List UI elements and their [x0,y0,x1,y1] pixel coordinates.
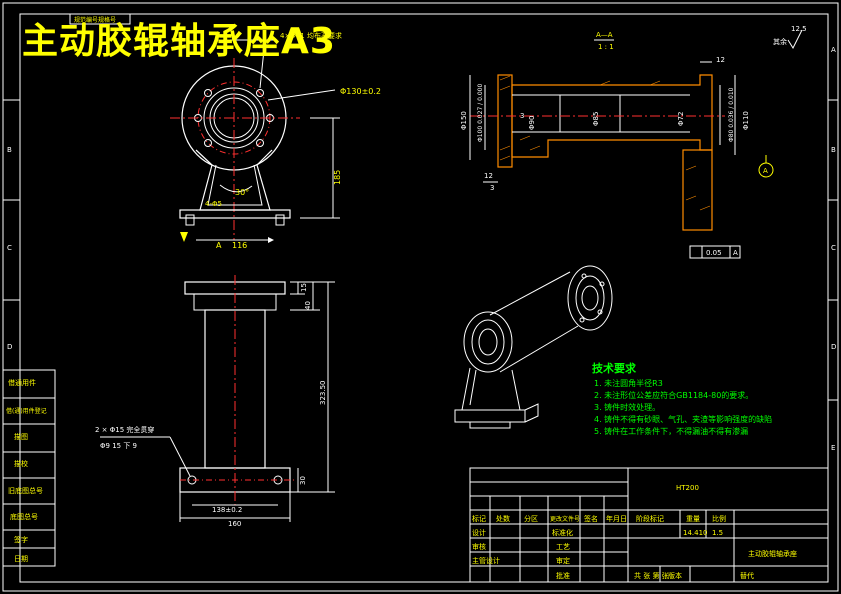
tb-stage-2: 比例 [712,514,726,523]
row-label-right-b: B [831,146,836,154]
row-label-right-d: D [831,343,836,351]
tb-row-6: 批准 [556,571,570,580]
bottom-note: 2 × Φ15 完全贯穿 [95,425,154,434]
bottom-view [100,275,335,522]
tb-stage-0: 阶段标记 [636,514,664,523]
row-label-right-e: E [831,444,835,452]
bottom-dim-40: 40 [304,301,312,310]
tb-footer-2: 替代 [740,571,754,580]
front-mark-a: A [216,241,222,250]
bottom-note2: Φ9 15 下 9 [100,442,137,450]
tb-row-2: 工艺 [556,543,570,551]
tb-material: HT200 [676,484,699,492]
tb-header-4: 签名 [584,514,598,523]
row-label-left-d: D [7,343,12,351]
section-dim-h4: Φ85 [592,112,600,126]
tech-item-0: 1. 未注圆角半径R3 [594,378,663,388]
row-label-right-c: C [831,244,836,252]
left-strip-top: 借通用件 [8,378,36,387]
front-view [170,39,340,243]
tb-header-2: 分区 [524,514,538,523]
section-dim-h7: Φ110 [742,111,750,130]
section-dim-top-3: 3 [520,112,524,120]
row-label-left-b: B [7,146,12,154]
tb-footer-1: 版本 [668,571,682,580]
left-strip-item-4: 底图总号 [10,512,38,521]
tb-footer-0: 共 张 第 张 [634,571,669,580]
section-dim-h5: Φ72 [677,112,685,126]
left-strip-item-3: 旧底图总号 [8,486,43,495]
row-label-left-c: C [7,244,12,252]
section-view [469,29,803,259]
left-strip-item-0: 借(通)用件登记 [6,407,47,415]
front-dia-130: Φ130±0.2 [340,87,381,96]
tech-heading: 技术要求 [592,361,637,375]
tb-header-0: 标记 [472,514,486,523]
tb-stage-1: 重量 [686,515,700,523]
section-dim-h2: Φ100 0.027 / 0.000 [477,84,484,142]
tb-header-3: 更改文件号 [550,515,580,523]
tech-item-2: 3. 铸件时效处理。 [594,402,660,412]
section-label-bottom: 1 : 1 [598,43,614,51]
bottom-dim-160: 160 [228,520,241,528]
section-dim-h6: Φ80 0.036 / 0.010 [728,87,735,142]
tolerance-value: 0.05 [706,249,722,257]
left-strip [2,369,56,567]
tech-item-1: 2. 未注形位公差应符合GB1184-80的要求。 [594,390,753,400]
tech-item-4: 5. 铸件在工作条件下，不得漏油不得有渗漏 [594,426,748,436]
top-left-box-text: 规范编号规格号 [74,16,116,24]
top-left-box [69,13,131,25]
front-dim-4x: 4-Φ5 [205,200,222,208]
roughness-value: 12.5 [791,25,807,33]
tb-weight: 14.410 [683,529,708,537]
bottom-dim-138: 138±0.2 [212,506,242,514]
title-block [469,467,829,583]
front-angle-30: 30° [235,188,249,197]
section-dim-top-12: 12 [716,56,725,64]
section-dim-left-3: 3 [490,184,494,192]
left-strip-item-5: 签字 [14,535,28,544]
roughness-label: 其余 [773,37,787,46]
section-dim-left-12: 12 [484,172,493,180]
tolerance-datum: A [733,249,738,257]
tech-item-3: 4. 铸件不得有砂眼、气孔、夹渣等影响强度的缺陷 [594,414,772,424]
bottom-dim-15: 15 [300,283,308,292]
left-strip-item-6: 日期 [14,555,28,563]
tb-row-0: 设计 [472,528,486,537]
tb-scale: 1.5 [712,529,723,537]
section-datum-a: A [763,167,768,175]
section-dim-h1: Φ150 [460,111,468,130]
tb-row-5: 审定 [556,556,570,565]
left-strip-item-2: 描校 [14,459,28,468]
tb-row-1: 审核 [472,542,486,551]
front-width-116: 116 [232,241,247,250]
isometric-view [454,265,613,429]
tb-row-3: 标准化 [552,528,573,537]
tb-part-name: 主动胶辊轴承座 [748,549,797,558]
section-dim-h3: Φ90 [528,116,536,130]
inner-frame [19,13,829,583]
bottom-dim-323: 323.50 [319,381,327,406]
front-height-185: 185 [333,170,342,185]
row-label-right-a: A [831,46,836,54]
tb-row-4: 主管设计 [472,556,500,565]
left-strip-item-1: 描图 [14,432,28,441]
drawing-title: 主动胶辊轴承座A3 [22,21,336,62]
front-bolt-note: 4×Φ11 均布孔要求 [280,31,342,40]
tb-header-1: 处数 [496,514,510,523]
tb-header-5: 年月日 [606,514,627,523]
section-label-top: A—A [596,31,613,39]
bottom-dim-30: 30 [299,476,307,485]
